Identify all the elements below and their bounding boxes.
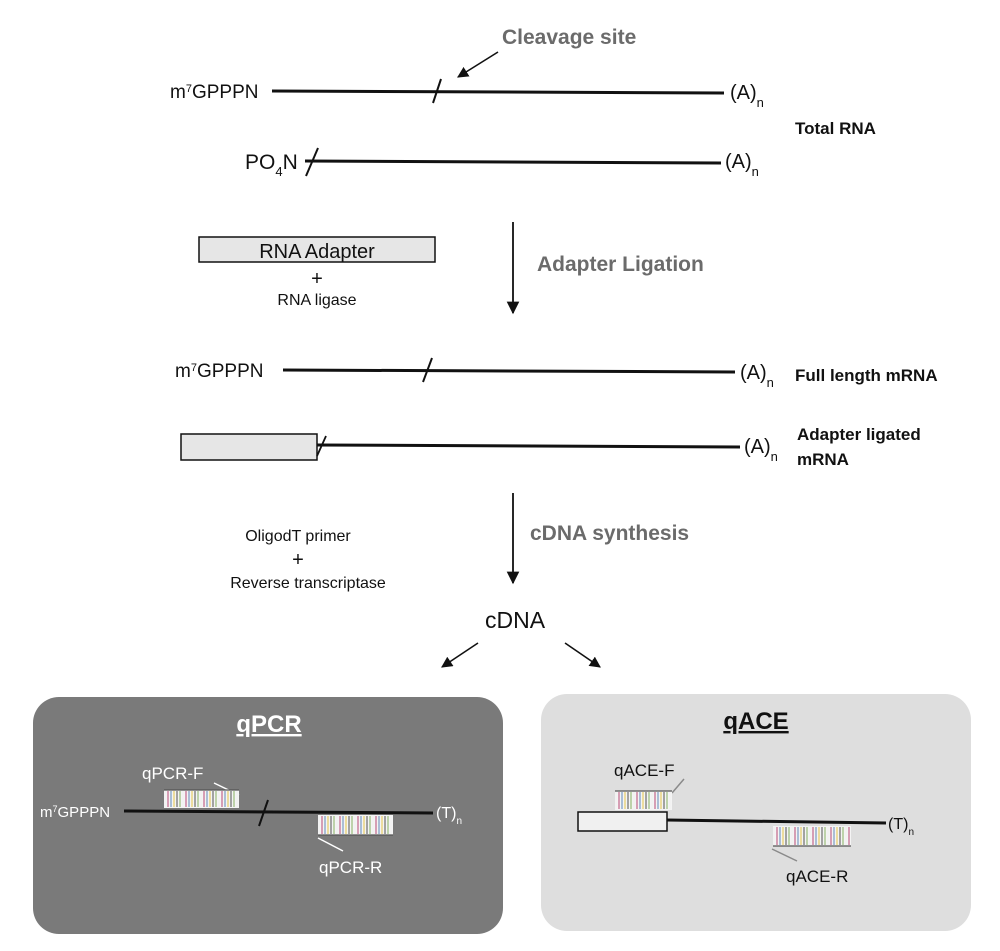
qpcr-forward-primer-label: qPCR-F — [142, 764, 203, 783]
cleavage-mark-3 — [422, 357, 433, 383]
adapter-ligated-label-line1: Adapter ligated — [797, 425, 921, 444]
qace-forward-primer — [615, 790, 672, 810]
cdna-right-arrow — [564, 642, 601, 668]
polya-label-3: (A)n — [740, 362, 774, 390]
cap-label-1: m7GPPPN — [170, 82, 258, 103]
cleavage-mark-1 — [432, 78, 442, 104]
polya-label-1: (A)n — [730, 82, 764, 110]
qace-reverse-leader — [771, 848, 798, 862]
full-length-mrna-strand — [282, 368, 736, 374]
mrna-strand-total — [271, 89, 725, 95]
adapter-ligated-label-line2: mRNA — [797, 450, 849, 469]
qace-title: qACE — [723, 708, 788, 735]
polya-label-4: (A)n — [744, 436, 778, 464]
qpcr-title: qPCR — [236, 711, 301, 738]
cap-label-qpcr: m7GPPPN — [40, 804, 110, 821]
qace-forward-primer-label: qACE-F — [614, 761, 674, 780]
cap-label-2: m7GPPPN — [175, 361, 263, 382]
qace-panel — [541, 694, 971, 931]
qace-reverse-primer — [773, 826, 851, 847]
cdna-label: cDNA — [485, 607, 546, 633]
ligated-adapter-box — [180, 433, 318, 461]
qpcr-cdna-strand — [123, 809, 434, 815]
qpcr-panel — [33, 697, 503, 934]
cleavage-site-label: Cleavage site — [502, 26, 636, 49]
polya-label-2: (A)n — [725, 151, 759, 179]
adapter-plus-sign: + — [311, 268, 323, 290]
cdna-left-arrow — [441, 642, 479, 668]
qace-adapter-box — [577, 811, 668, 832]
cdna-synthesis-label: cDNA synthesis — [530, 522, 689, 545]
qace-forward-leader — [671, 778, 685, 794]
polyt-label-qace: (T)n — [888, 816, 914, 838]
polyt-label-qpcr: (T)n — [436, 805, 462, 827]
ligation-junction-mark — [316, 435, 327, 457]
reverse-transcriptase-label: Reverse transcriptase — [230, 575, 386, 592]
qace-cdna-strand — [666, 818, 887, 825]
phosphate-label: PO4N — [245, 151, 298, 179]
oligodt-primer-label: OligodT primer — [245, 528, 351, 545]
total-rna-label: Total RNA — [795, 119, 876, 138]
adapter-ligation-label: Adapter Ligation — [537, 253, 704, 276]
qace-reverse-primer-label: qACE-R — [786, 867, 848, 886]
rna-ligase-label: RNA ligase — [277, 292, 356, 309]
full-length-mrna-label: Full length mRNA — [795, 366, 938, 385]
cdna-plus-sign: + — [292, 549, 304, 571]
qpcr-reverse-primer — [318, 815, 393, 836]
cleavage-site-arrow — [457, 51, 499, 78]
qpcr-reverse-leader — [317, 837, 344, 852]
qpcr-reverse-primer-label: qPCR-R — [319, 858, 382, 877]
adapter-ligated-mrna-strand — [316, 443, 741, 449]
qpcr-cleavage-mark — [258, 799, 269, 827]
cleaved-rna-strand — [304, 159, 722, 165]
cleavage-mark-2 — [305, 147, 319, 177]
qpcr-forward-primer — [164, 789, 239, 808]
rna-adapter-box — [198, 236, 436, 263]
rna-adapter-label: RNA Adapter — [259, 241, 375, 263]
